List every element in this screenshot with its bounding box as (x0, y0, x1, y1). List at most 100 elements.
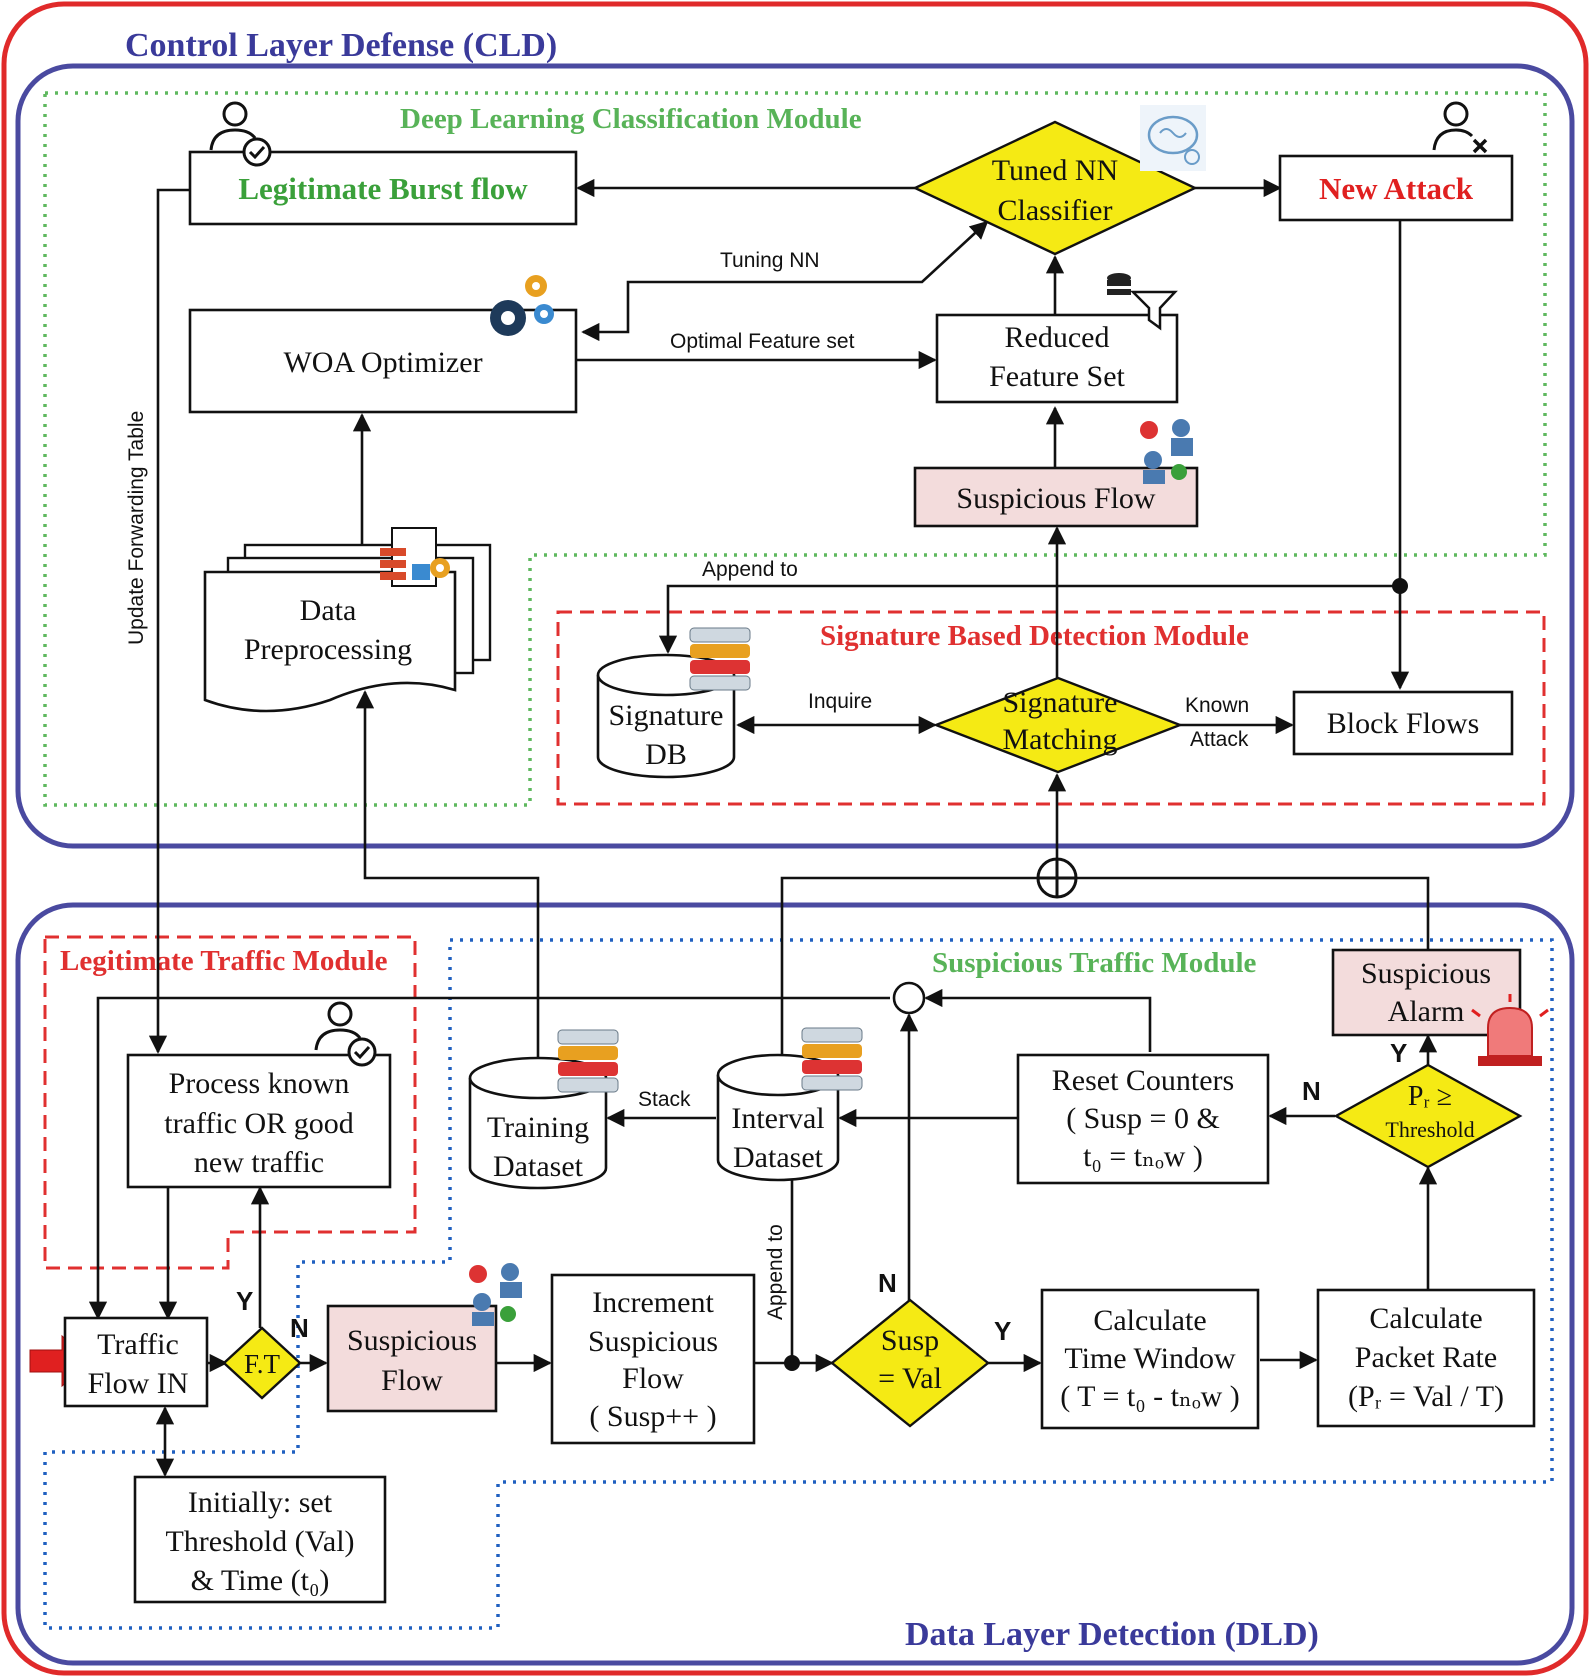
process-known-line2: traffic OR good (164, 1107, 353, 1140)
label-append-to-2: Append to (764, 1224, 787, 1320)
label-y-ft: Y (236, 1286, 253, 1316)
calc-time-line1: Calculate (1093, 1304, 1206, 1337)
block-flows-box (1292, 690, 1514, 756)
dld-frame (15, 902, 1575, 1666)
user-group-icon (469, 1263, 522, 1326)
legit-burst-label: Legitimate Burst flow (238, 171, 528, 206)
calc-time-box (1040, 1288, 1260, 1430)
dl-module-title: Deep Learning Classification Module (400, 103, 862, 135)
calc-rate-line3: (Pᵣ = Val / T) (1348, 1380, 1504, 1413)
training-dataset-cylinder (468, 1056, 608, 1190)
interval-line2: Dataset (733, 1141, 824, 1174)
traffic-in-box (63, 1316, 209, 1408)
user-x-icon (1432, 101, 1488, 154)
reduced-line2: Feature Set (989, 360, 1125, 393)
reset-line2: ( Susp = 0 & (1066, 1102, 1220, 1135)
threshold-line1: Pᵣ ≥ (1408, 1081, 1452, 1112)
reset-line3: t₀ = tₙₒw ) (1083, 1140, 1203, 1173)
dld-title: Data Layer Detection (DLD) (905, 1616, 1319, 1653)
label-tuning-nn: Tuning NN (720, 249, 820, 272)
sig-matching-diamond (932, 676, 1184, 774)
sig-module-title: Signature Based Detection Module (820, 620, 1249, 652)
susp-val-diamond (830, 1298, 990, 1428)
susp-flow-top-label: Suspicious Flow (956, 482, 1156, 515)
server-stack-icon (557, 1029, 619, 1093)
tuned-nn-line2: Classifier (998, 194, 1113, 227)
legit-module-title: Legitimate Traffic Module (60, 945, 388, 977)
reset-line1: Reset Counters (1052, 1064, 1234, 1097)
initially-line3: & Time (t₀) (191, 1564, 330, 1597)
data-preprocessing-shape (203, 543, 492, 713)
training-line2: Dataset (493, 1150, 584, 1183)
process-known-line1: Process known (169, 1067, 350, 1100)
calc-rate-line1: Calculate (1369, 1302, 1482, 1335)
server-stack-icon (801, 1027, 863, 1091)
sig-match-line2: Matching (1003, 723, 1118, 756)
label-n-susp: N (878, 1268, 897, 1298)
susp-alarm-line1: Suspicious (1361, 957, 1491, 990)
susp-val-line1: Susp (881, 1324, 939, 1357)
increment-line4: ( Susp++ ) (589, 1400, 716, 1433)
susp-val-line2: = Val (878, 1362, 942, 1395)
initially-box (133, 1475, 387, 1604)
threshold-diamond (1333, 1063, 1523, 1169)
susp-flow-top-box (913, 466, 1199, 528)
new-attack-label: New Attack (1319, 171, 1474, 206)
user-group-icon (1140, 419, 1193, 484)
ft-diamond (222, 1326, 302, 1400)
sig-db-line1: Signature (609, 699, 724, 732)
cld-title: Control Layer Defense (CLD) (125, 27, 557, 64)
data-pre-line1: Data (300, 594, 357, 627)
increment-line3: Flow (622, 1362, 684, 1395)
calc-rate-line2: Packet Rate (1355, 1341, 1497, 1374)
dl-module-border (43, 91, 1547, 807)
database-filter-icon (1107, 273, 1178, 331)
calc-time-line2: Time Window (1064, 1342, 1236, 1375)
brain-icon (1140, 105, 1206, 171)
label-n-ft: N (290, 1313, 309, 1343)
label-update-fwd: Update Forwarding Table (125, 411, 148, 645)
label-inquire: Inquire (808, 690, 872, 713)
calc-time-line3: ( T = t₀ - tₙₒw ) (1060, 1380, 1240, 1413)
reduced-line1: Reduced (1005, 321, 1110, 354)
increment-line1: Increment (592, 1286, 714, 1319)
connectors (29, 178, 1438, 1477)
increment-box (550, 1273, 756, 1445)
label-y-susp: Y (994, 1316, 1011, 1346)
process-known-line3: new traffic (194, 1146, 324, 1179)
label-append-to: Append to (702, 558, 798, 581)
label-optimal: Optimal Feature set (670, 330, 855, 353)
user-check-icon (314, 1001, 377, 1067)
user-check-icon (209, 101, 272, 167)
tuned-nn-line1: Tuned NN (992, 154, 1118, 187)
sig-db-line2: DB (645, 738, 687, 771)
siren-icon (1471, 994, 1549, 1066)
document-settings-icon (380, 527, 450, 587)
label-y-thresh: Y (1390, 1038, 1407, 1068)
interval-line1: Interval (731, 1102, 824, 1135)
susp-flow-bot-line2: Flow (381, 1364, 443, 1397)
process-known-box (126, 1053, 392, 1189)
initially-line2: Threshold (Val) (165, 1525, 354, 1558)
new-attack-box (1278, 154, 1514, 222)
calc-rate-box (1316, 1288, 1536, 1428)
reset-counters-box (1016, 1053, 1270, 1185)
sig-match-line1: Signature (1003, 686, 1118, 719)
initially-line1: Initially: set (188, 1486, 333, 1519)
susp-module-title: Suspicious Traffic Module (932, 947, 1257, 979)
ft-label: F.T (244, 1349, 281, 1379)
data-pre-line2: Preprocessing (244, 633, 412, 666)
block-flows-label: Block Flows (1327, 707, 1480, 740)
training-line1: Training (487, 1111, 589, 1144)
server-stack-icon (689, 627, 751, 691)
sig-module-border (556, 610, 1546, 806)
traffic-in-line2: Flow IN (88, 1367, 189, 1400)
woa-label: WOA Optimizer (283, 346, 482, 379)
label-known: Known (1185, 694, 1249, 717)
label-attack: Attack (1190, 728, 1249, 751)
susp-alarm-line2: Alarm (1388, 995, 1465, 1028)
increment-line2: Suspicious (588, 1325, 718, 1358)
gears-icon (490, 275, 554, 336)
reduced-box (935, 313, 1179, 404)
